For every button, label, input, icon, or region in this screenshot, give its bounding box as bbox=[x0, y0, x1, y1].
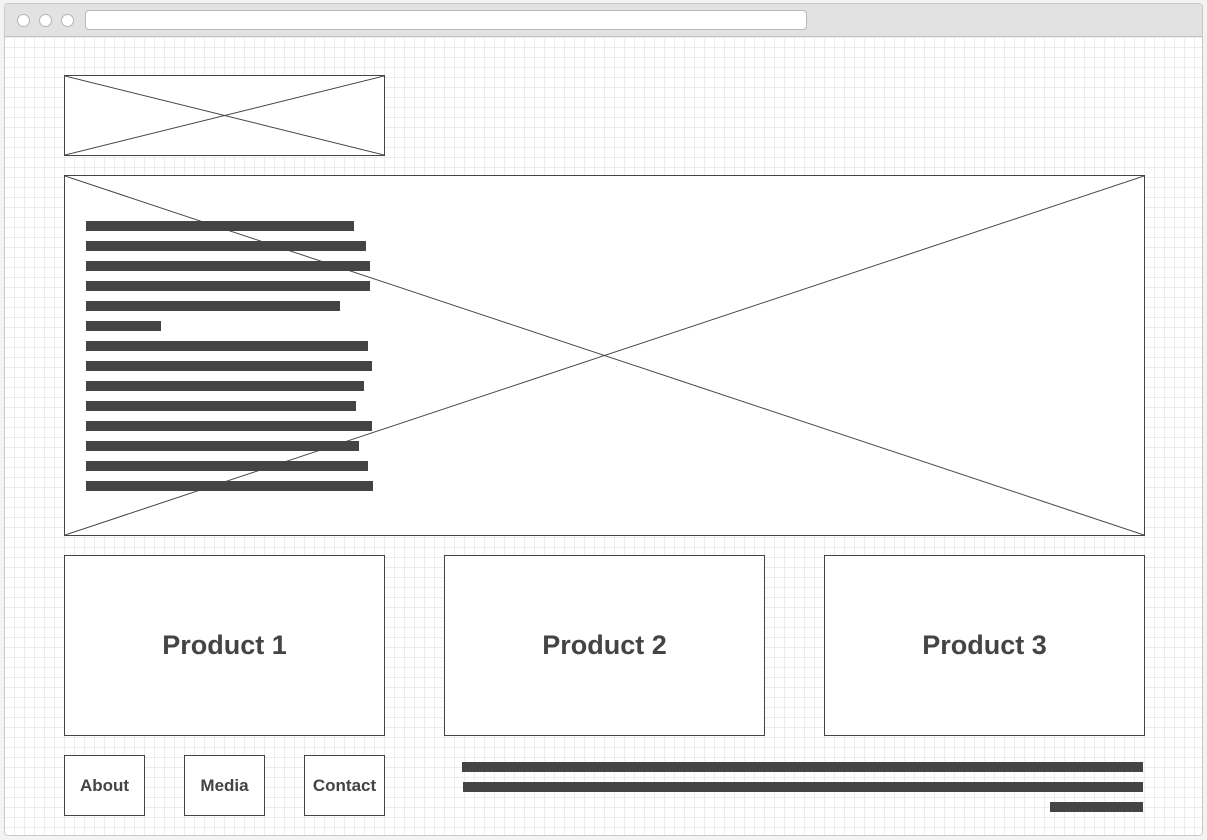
image-placeholder-icon bbox=[65, 76, 384, 155]
image-placeholder-icon bbox=[65, 176, 1144, 535]
text-line-placeholder bbox=[463, 782, 1143, 792]
text-line-placeholder bbox=[86, 441, 359, 451]
window-minimize-icon[interactable] bbox=[39, 14, 52, 27]
text-line-placeholder bbox=[86, 321, 161, 331]
text-line-placeholder bbox=[86, 421, 372, 431]
text-line-placeholder bbox=[86, 221, 354, 231]
text-line-placeholder bbox=[86, 381, 364, 391]
product-label: Product 2 bbox=[542, 630, 667, 660]
text-line-placeholder bbox=[86, 341, 368, 351]
browser-titlebar bbox=[5, 4, 1202, 37]
window-maximize-icon[interactable] bbox=[61, 14, 74, 27]
product-label: Product 3 bbox=[922, 630, 1047, 660]
text-line-placeholder bbox=[86, 481, 373, 491]
browser-window: Product 1 Product 2 Product 3 About Medi… bbox=[4, 3, 1203, 836]
text-line-placeholder bbox=[86, 461, 368, 471]
product-card-1[interactable]: Product 1 bbox=[64, 555, 385, 736]
text-line-placeholder bbox=[86, 301, 340, 311]
about-button[interactable]: About bbox=[64, 755, 145, 816]
text-line-placeholder bbox=[86, 401, 356, 411]
text-line-placeholder bbox=[86, 241, 366, 251]
address-bar[interactable] bbox=[85, 10, 807, 30]
text-line-placeholder bbox=[1050, 802, 1143, 812]
text-line-placeholder bbox=[462, 762, 1143, 772]
wireframe-canvas: Product 1 Product 2 Product 3 About Medi… bbox=[5, 37, 1202, 835]
media-label: Media bbox=[200, 775, 249, 795]
contact-label: Contact bbox=[312, 775, 377, 795]
about-label: About bbox=[79, 775, 130, 795]
product-label: Product 1 bbox=[162, 630, 287, 660]
text-line-placeholder bbox=[86, 281, 370, 291]
logo-image-placeholder bbox=[64, 75, 385, 156]
text-line-placeholder bbox=[86, 261, 370, 271]
media-button[interactable]: Media bbox=[184, 755, 265, 816]
product-card-2[interactable]: Product 2 bbox=[444, 555, 765, 736]
product-card-3[interactable]: Product 3 bbox=[824, 555, 1145, 736]
text-line-placeholder bbox=[86, 361, 372, 371]
window-close-icon[interactable] bbox=[17, 14, 30, 27]
contact-button[interactable]: Contact bbox=[304, 755, 385, 816]
hero-image-placeholder bbox=[64, 175, 1145, 536]
